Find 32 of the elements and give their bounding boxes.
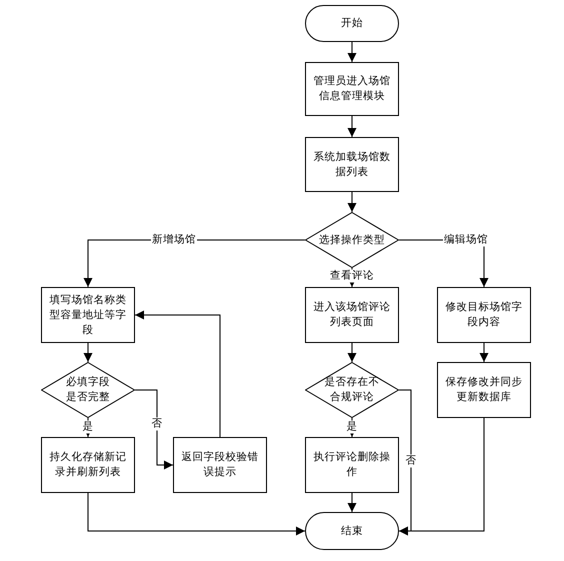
edge-label: 编辑场馆 xyxy=(443,234,489,246)
arrow xyxy=(348,192,356,212)
process-box: 保存修改并同步更新数据库 xyxy=(437,362,531,418)
edge-label: 否 xyxy=(404,454,418,468)
arrow xyxy=(348,492,356,512)
edge-label: 是 xyxy=(346,420,358,434)
edge-label: 是 xyxy=(82,420,94,434)
process-box: 执行评论删除操作 xyxy=(305,437,399,493)
terminal-shape: 结束 xyxy=(305,512,399,550)
arrow xyxy=(348,116,356,138)
arrow xyxy=(84,342,92,362)
process-box: 修改目标场馆字段内容 xyxy=(437,287,531,343)
arrow xyxy=(88,492,306,536)
decision-diamond: 必填字段是否完整 xyxy=(41,362,135,418)
decision-diamond: 是否存在不合规评论 xyxy=(305,362,399,418)
process-box: 管理员进入场馆信息管理模块 xyxy=(305,62,399,116)
arrow xyxy=(398,418,484,536)
decision-diamond: 选择操作类型 xyxy=(305,212,399,268)
arrow xyxy=(134,310,220,438)
arrow xyxy=(348,42,356,62)
arrow xyxy=(134,390,174,470)
process-box: 返回字段校验错误提示 xyxy=(173,437,267,493)
process-box: 填写场馆名称类型容量地址等字段 xyxy=(41,287,135,343)
edge-label: 查看评论 xyxy=(329,270,375,282)
arrow xyxy=(348,342,356,362)
process-box: 系统加载场馆数据列表 xyxy=(305,137,399,192)
edge-label: 否 xyxy=(150,418,164,430)
process-box: 持久化存储新记录并刷新列表 xyxy=(41,437,135,493)
process-box: 进入该场馆评论列表页面 xyxy=(305,287,399,343)
terminal-shape: 开始 xyxy=(305,5,399,42)
arrow xyxy=(480,342,488,362)
edge-label: 新增场馆 xyxy=(151,234,197,246)
